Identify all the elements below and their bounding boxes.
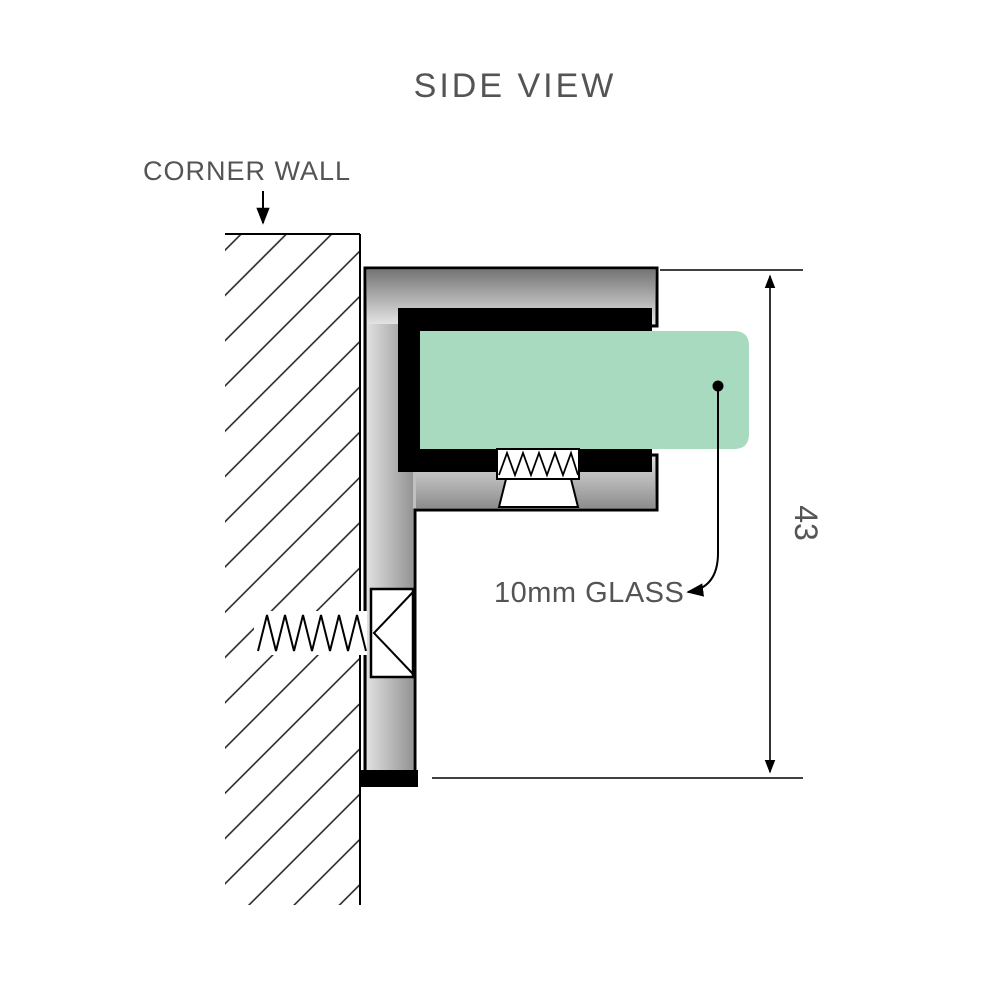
grub-screw-thread-zigzag [498, 450, 579, 478]
glass-label: 10mm GLASS [494, 577, 684, 609]
wall-screw-head [369, 587, 415, 679]
page-title: SIDE VIEW [414, 67, 617, 105]
corner-wall-label: CORNER WALL [143, 156, 351, 186]
wall-screw-head-countersink [372, 591, 414, 675]
wall-hatching [225, 234, 360, 905]
wall-screw-threads [257, 614, 367, 652]
dimension-label: 43 [788, 505, 824, 541]
gasket [398, 308, 652, 472]
bracket-foot-cap [359, 770, 418, 787]
glass-panel [420, 331, 749, 449]
glass-leader-line [686, 386, 719, 597]
grub-screw-base [497, 478, 580, 508]
